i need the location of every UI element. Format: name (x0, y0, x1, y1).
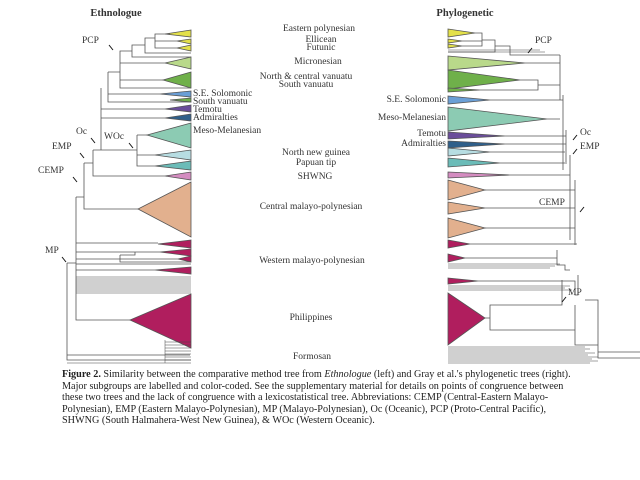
clade-micronesian (164, 56, 192, 70)
label-western-malayo-polynesian: Western malayo-polynesian (259, 256, 365, 266)
clade-ellicean (176, 38, 192, 45)
label-ellicean: Ellicean (305, 35, 337, 45)
r-clade-ellicean (447, 38, 463, 44)
r-clade-shwng (447, 171, 511, 179)
left-node-woc: WOc (104, 132, 125, 142)
r-clade-nc-vanuatu (447, 69, 521, 90)
clade-temotu (164, 104, 192, 113)
caption-label: Figure 2. (62, 369, 101, 380)
right-label-temotu: Temotu (417, 129, 446, 139)
r-clade-cemp-3 (447, 217, 487, 239)
label-north-new-guinea: North new guinea (281, 148, 351, 158)
clade-shwng (164, 171, 192, 181)
label-shwng: SHWNG (297, 172, 333, 182)
clade-futunic (176, 44, 192, 52)
r-clade-eastern-polynesian (447, 28, 476, 38)
r-clade-wmp-3 (447, 277, 479, 285)
r-clade-admiralties (447, 140, 506, 149)
r-emp-pointer (572, 148, 578, 155)
r-clade-wmp-2 (447, 253, 466, 263)
caption-italic: Ethnologue (324, 369, 372, 380)
r-cemp-pointer (579, 206, 585, 213)
r-clade-meso-melanesian (447, 106, 548, 132)
clade-papuan-tip (154, 160, 192, 171)
clade-se-solomonic (159, 90, 192, 98)
r-clade-temotu (447, 131, 506, 140)
right-node-mp: MP (568, 288, 582, 298)
woc-pointer (128, 142, 134, 149)
emp-pointer (79, 152, 85, 159)
clade-wmp-4 (154, 266, 192, 275)
right-node-oc: Oc (580, 128, 592, 138)
clade-admiralties (164, 113, 192, 122)
left-tree-title: Ethnologue (90, 8, 142, 19)
caption-text-2: (left) and Gray et al.'s phylogenetic tr… (62, 369, 571, 427)
clade-north-new-guinea (154, 149, 192, 161)
clade-eastern-polynesian (164, 29, 192, 38)
r-mp-pointer (561, 296, 567, 303)
r-clade-nng (447, 147, 491, 157)
left-node-cemp: CEMP (38, 166, 64, 176)
label-philippines: Philippines (289, 313, 333, 323)
left-node-pcp: PCP (82, 36, 99, 46)
right-node-pcp: PCP (535, 36, 552, 46)
left-tree (61, 29, 192, 364)
r-clade-micronesian (447, 55, 526, 71)
r-clade-wmp-1 (447, 239, 471, 249)
right-label-admiralties: Admiralties (401, 139, 446, 149)
label-central-malayo-polynesian: Central malayo-polynesian (259, 202, 363, 212)
right-node-cemp: CEMP (539, 198, 565, 208)
left-label-temotu: Temotu (193, 105, 222, 115)
clade-philippines (129, 293, 192, 349)
r-clade-futunic (447, 43, 463, 49)
label-papuan-tip: Papuan tip (295, 158, 337, 168)
caption-text-1: Similarity between the comparative metho… (100, 369, 325, 380)
left-node-mp: MP (45, 246, 59, 256)
r-oc-pointer (572, 134, 578, 141)
label-futunic: Futunic (306, 43, 336, 53)
clade-wmp-2 (159, 248, 192, 257)
cemp-pointer (72, 176, 78, 183)
left-node-emp: EMP (52, 142, 72, 152)
left-label-south-vanuatu: South vanuatu (193, 97, 248, 107)
figure-caption: Figure 2. Similarity between the compara… (62, 369, 582, 427)
clade-central-mp (137, 181, 192, 238)
clade-south-vanuatu (169, 97, 192, 103)
r-pcp-pointer (527, 47, 533, 54)
r-clade-cemp-2 (447, 201, 486, 215)
label-north-central-vanuatu: North & central vanuatu (259, 72, 353, 82)
label-south-vanuatu-center: South vanuatu (278, 80, 334, 90)
clade-meso-melanesian (145, 122, 192, 149)
clade-north-central-vanuatu (161, 71, 192, 89)
left-label-admiralties: Admiralties (193, 113, 238, 123)
right-label-se-solomonic: S.E. Solomonic (386, 95, 446, 105)
label-micronesian: Micronesian (294, 57, 342, 67)
r-clade-south-vanuatu (447, 87, 481, 93)
right-tree-title: Phylogenetic (436, 8, 494, 19)
right-node-emp: EMP (580, 142, 600, 152)
oc-pointer (90, 137, 96, 144)
r-clade-papuan-tip (447, 157, 501, 168)
left-label-meso-melanesian: Meso-Melanesian (193, 126, 262, 136)
right-tree (447, 28, 640, 364)
label-formosan: Formosan (293, 352, 331, 362)
mp-pointer (61, 256, 67, 263)
left-label-se-solomonic: S.E. Solomonic (193, 89, 253, 99)
left-node-oc: Oc (76, 127, 88, 137)
r-clade-philippines (447, 292, 486, 346)
r-clade-cemp-1 (447, 179, 487, 201)
right-label-meso-melanesian: Meso-Melanesian (377, 113, 446, 123)
label-eastern-polynesian: Eastern polynesian (282, 24, 356, 34)
r-clade-se-solomonic (447, 95, 491, 105)
pcp-pointer (108, 44, 114, 51)
clade-wmp-3 (177, 255, 192, 263)
clade-wmp-1 (157, 239, 192, 249)
